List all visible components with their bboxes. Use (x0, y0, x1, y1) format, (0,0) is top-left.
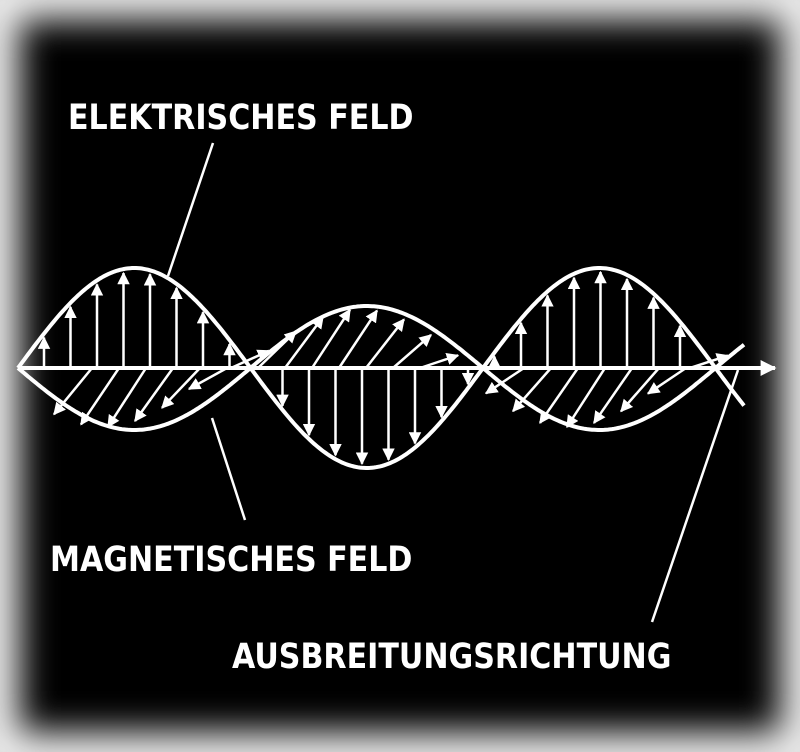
magnetic-field-vector (187, 366, 228, 391)
magnetic-field-vector (230, 349, 271, 370)
magnetic-field-vector (365, 318, 405, 369)
magnetic-field-vector (106, 367, 148, 428)
magnetic-field-vector (161, 367, 201, 409)
magnetic-field-vector (538, 367, 580, 424)
magnetic-field-vector (337, 309, 379, 369)
propagation-direction-label: AUSBREITUNGSRICHTUNG (232, 637, 672, 677)
magnetic-field-vector (484, 366, 525, 395)
magnetic-field-vector (283, 315, 325, 369)
electric-field-wave (16, 266, 746, 470)
magnetic-field-vector (646, 366, 687, 395)
magnetic-field-vector (133, 367, 175, 423)
magnetic-field-curve (16, 304, 746, 432)
magnetic-field-vector (592, 367, 634, 424)
magnetic-field-vector (310, 308, 352, 369)
electric-field-leader-line (166, 142, 215, 277)
magnetic-field-vector (565, 367, 607, 429)
electric-field-curve (16, 266, 746, 470)
magnetic-field-vector (512, 367, 552, 413)
magnetic-field-vector (689, 353, 730, 370)
magnetic-field-label: MAGNETISCHES FELD (50, 540, 413, 580)
magnetic-field-vector (257, 330, 297, 369)
magnetic-field-vector (620, 367, 660, 413)
propagation-leader-line (650, 369, 740, 623)
magnetic-field-vector (419, 352, 460, 370)
magnetic-field-wave (16, 304, 746, 432)
magnetic-field-vector (392, 334, 432, 369)
magnetic-field-vector (79, 367, 121, 426)
electric-field-label: ELEKTRISCHES FELD (68, 98, 414, 138)
magnetic-field-leader-line (210, 417, 247, 521)
magnetic-field-vector (53, 367, 93, 416)
